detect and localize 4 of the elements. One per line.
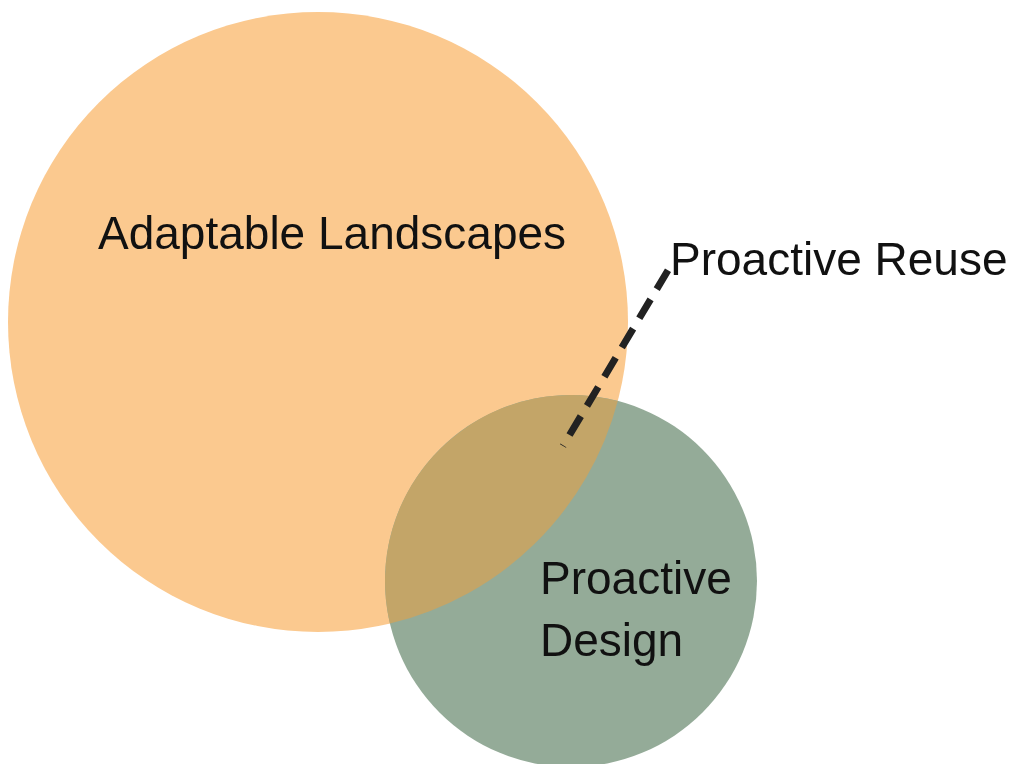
callout-label: Proactive Reuse bbox=[670, 228, 1008, 291]
circle-label: Proactive Design bbox=[540, 551, 733, 669]
circle-label: Adaptable Landscapes bbox=[98, 206, 567, 261]
leader-line bbox=[560, 268, 671, 448]
